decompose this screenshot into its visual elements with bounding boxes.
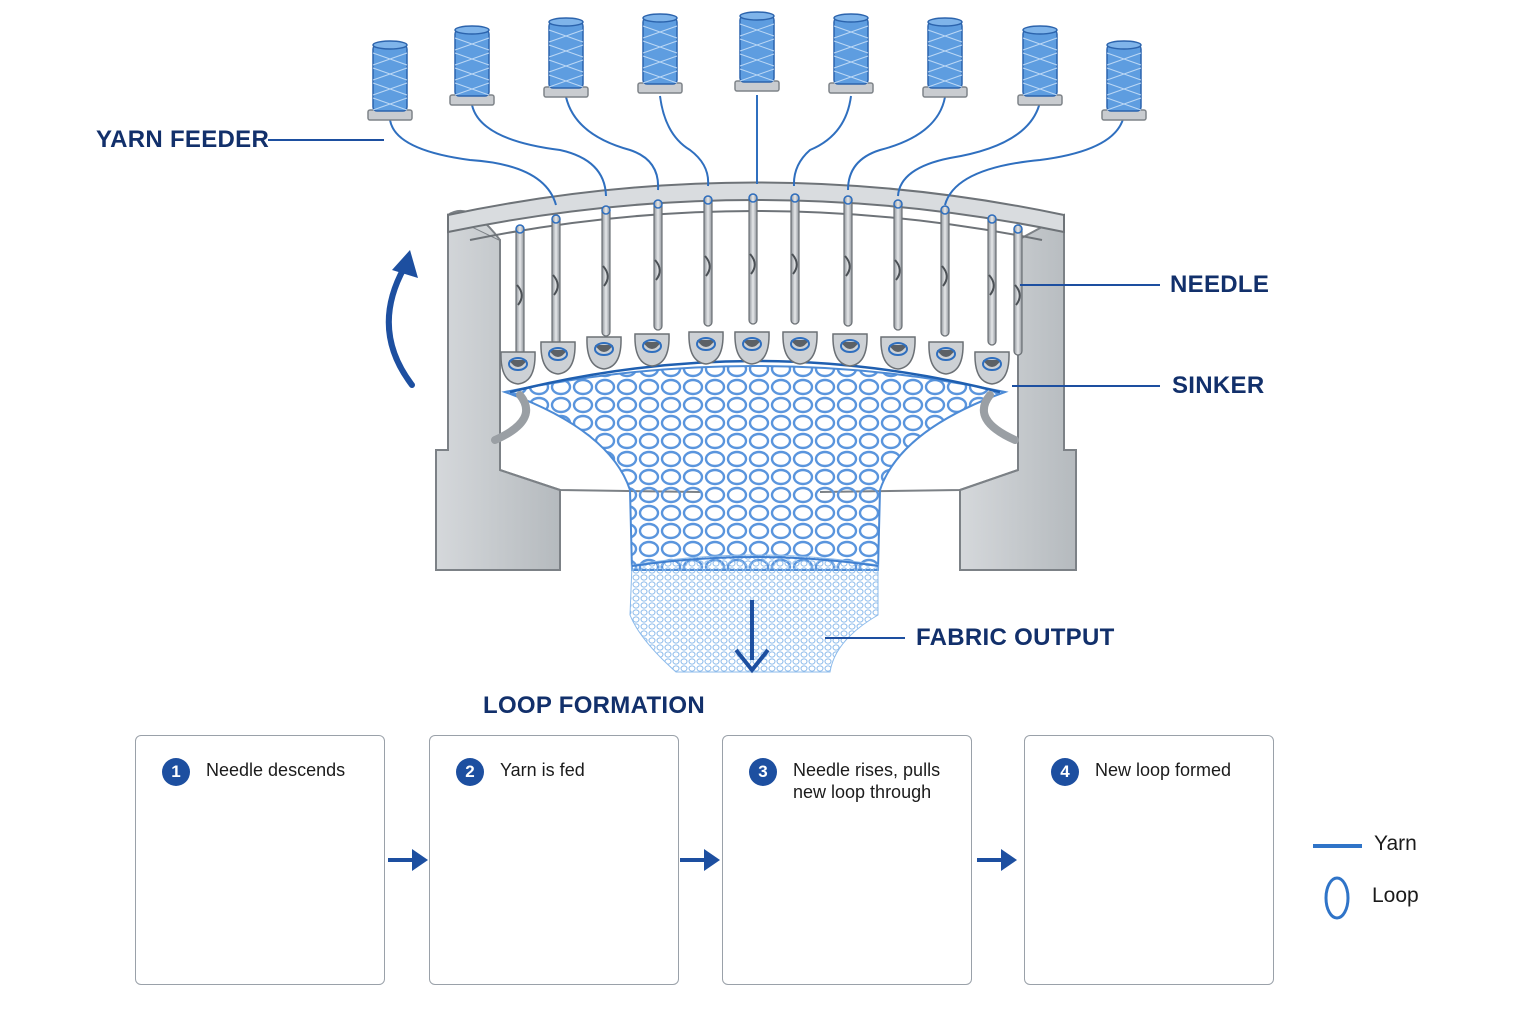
needle-icon — [1013, 224, 1023, 356]
spool-icon — [637, 13, 683, 94]
sinker-hook — [491, 391, 531, 444]
right-arrow-icon — [388, 849, 428, 871]
spool-icon — [449, 25, 495, 106]
needle-row — [515, 193, 1023, 356]
down-arrow-icon — [734, 600, 770, 674]
step-panel-4: 4 New loop formed — [1024, 735, 1274, 985]
step-panel-2: 2 Yarn is fed — [429, 735, 679, 985]
spool-icon — [828, 13, 874, 94]
legend-loop-swatch — [1324, 876, 1350, 920]
spool-icon — [1017, 25, 1063, 106]
needle-icon — [790, 193, 800, 325]
spool-icon — [734, 11, 780, 92]
spool-icon — [922, 17, 968, 98]
label-sinker: SINKER — [1172, 372, 1265, 399]
label-loop-formation: LOOP FORMATION — [483, 692, 705, 719]
sinker-row — [491, 331, 1019, 444]
step-panel-1: 1 Needle descends — [135, 735, 385, 985]
spool-icon — [543, 17, 589, 98]
step-text: New loop formed — [1095, 760, 1232, 780]
needle-icon — [748, 193, 758, 325]
legend-loop-label: Loop — [1372, 884, 1419, 907]
legend-marks — [1313, 844, 1362, 920]
step-number: 1 — [162, 758, 190, 786]
sinker-icon — [500, 351, 536, 385]
needle-icon — [601, 205, 611, 337]
label-needle: NEEDLE — [1170, 271, 1270, 298]
step-number: 2 — [456, 758, 484, 786]
feeder-yarns — [389, 95, 1125, 206]
sinker-icon — [688, 331, 724, 365]
sinker-icon — [928, 341, 964, 375]
spool-icon — [367, 40, 413, 121]
sinker-icon — [880, 336, 916, 370]
sinker-hook — [979, 391, 1019, 444]
sinker-icon — [540, 341, 576, 375]
step-panel-3: 3 Needle rises, pulls new loop through — [722, 735, 972, 985]
right-arrow-icon — [680, 849, 720, 871]
step-arrows — [388, 849, 1017, 871]
spool-icon — [1101, 40, 1147, 121]
needle-icon — [653, 199, 663, 331]
sinker-icon — [974, 351, 1010, 385]
legend-yarn-label: Yarn — [1374, 832, 1417, 855]
needle-icon — [987, 214, 997, 346]
needle-icon — [843, 195, 853, 327]
sinker-icon — [586, 336, 622, 370]
needle-icon — [893, 199, 903, 331]
sinker-icon — [832, 333, 868, 367]
step-number: 4 — [1051, 758, 1079, 786]
sinker-icon — [782, 331, 818, 365]
needle-icon — [515, 224, 525, 356]
label-fabric-output: FABRIC OUTPUT — [916, 624, 1115, 651]
needle-icon — [551, 214, 561, 346]
step-text: Needle rises, pulls new loop through — [793, 760, 941, 802]
step-number: 3 — [749, 758, 777, 786]
sinker-icon — [634, 333, 670, 367]
step-text: Needle descends — [206, 760, 346, 780]
needle-icon — [940, 205, 950, 337]
step-text: Yarn is fed — [500, 760, 585, 780]
leader-lines — [268, 139, 1160, 639]
label-yarn-feeder: YARN FEEDER — [96, 126, 270, 153]
rotation-arrow-icon — [385, 250, 418, 388]
needle-icon — [703, 195, 713, 327]
sinker-icon — [734, 331, 770, 365]
right-arrow-icon — [977, 849, 1017, 871]
yarn-spools — [367, 11, 1147, 121]
